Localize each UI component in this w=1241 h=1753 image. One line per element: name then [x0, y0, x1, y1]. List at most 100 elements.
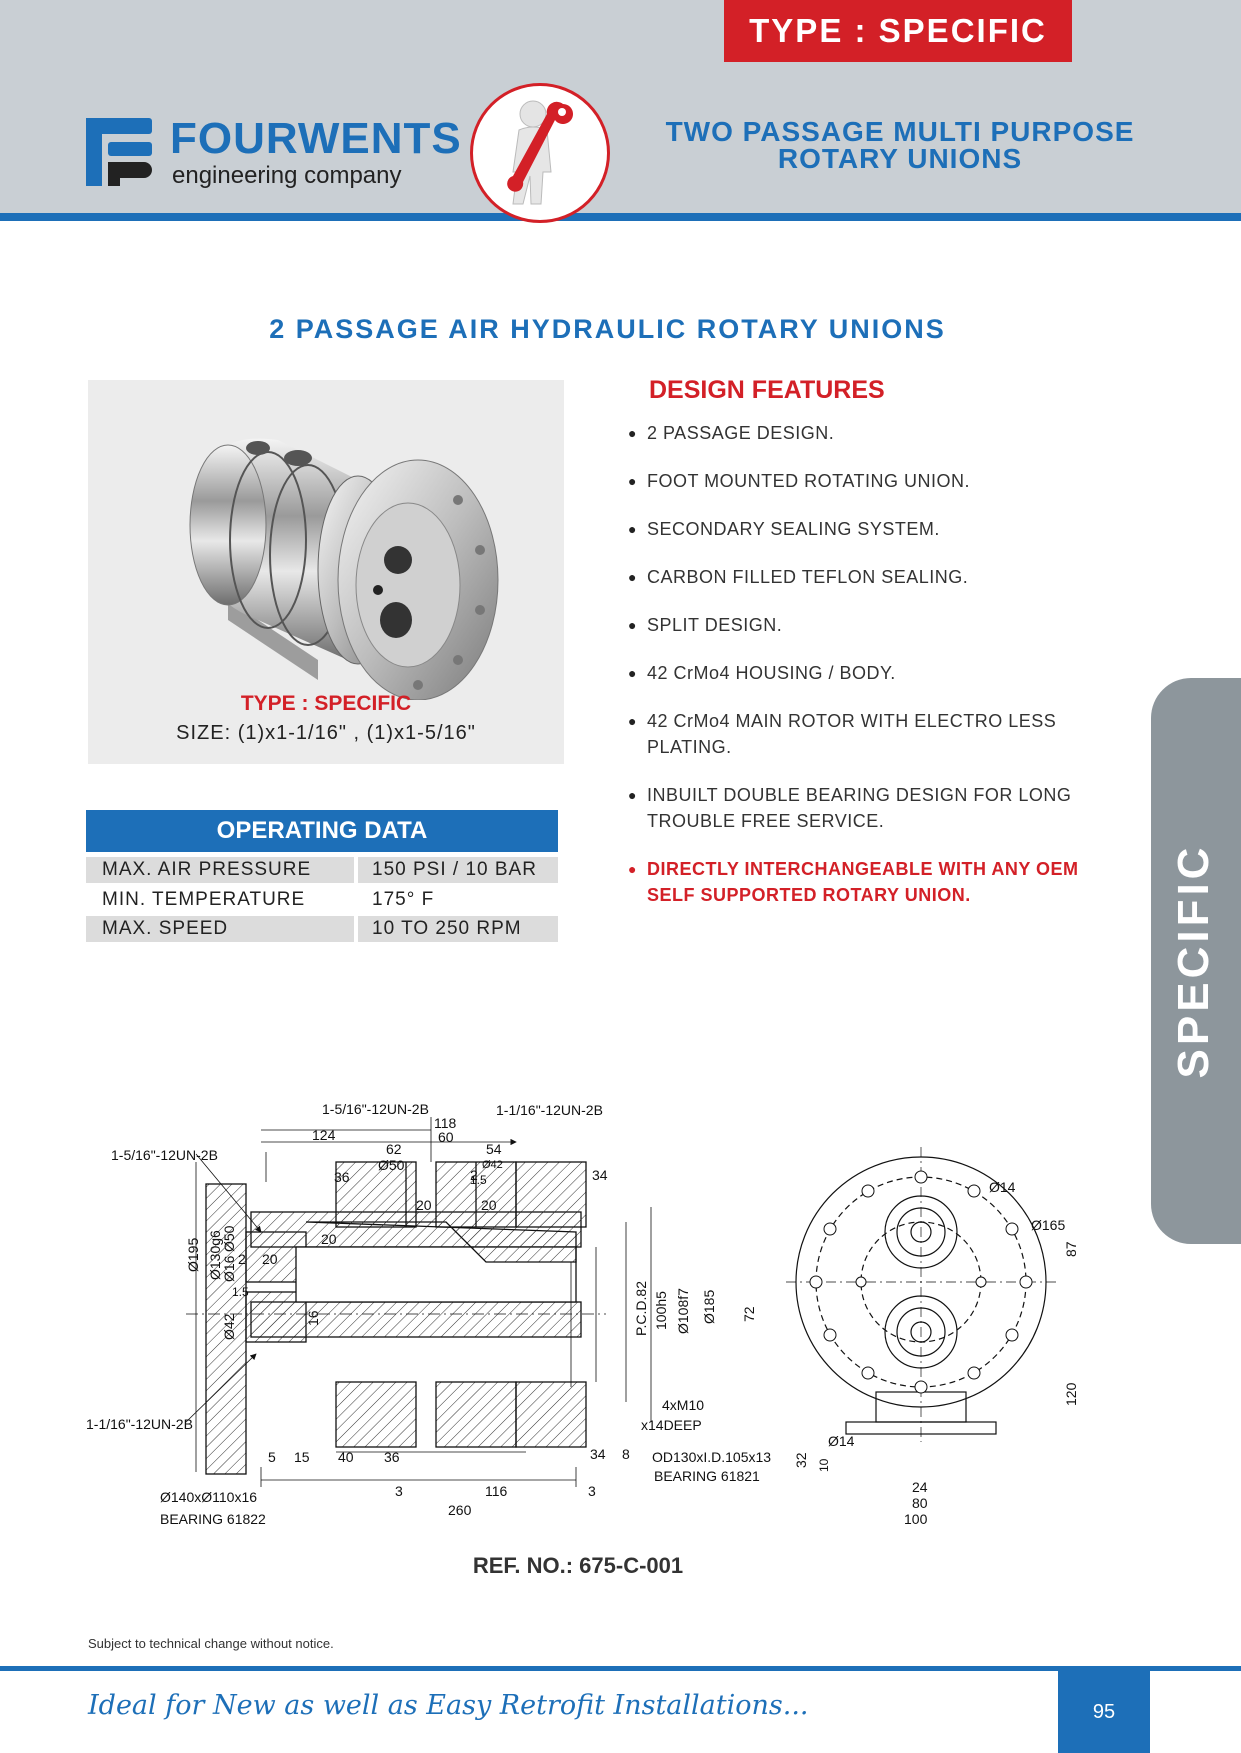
dim-20-d: 20	[321, 1231, 337, 1247]
dim-thread-left-upper: 1-5/16"-12UN-2B	[111, 1147, 218, 1163]
dim-2-v: 2	[238, 1251, 246, 1267]
header-divider	[0, 213, 1241, 221]
dim-118: 118	[434, 1115, 457, 1131]
table-cell-label: MAX. SPEED	[86, 916, 354, 942]
dim-260: 260	[448, 1502, 472, 1518]
dim-dia-50-v: Ø50	[221, 1225, 237, 1252]
list-item: CARBON FILLED TEFLON SEALING.	[628, 564, 1098, 590]
side-tab	[1151, 678, 1241, 1244]
page-title: 2 PASSAGE AIR HYDRAULIC ROTARY UNIONS	[269, 314, 946, 344]
table-cell-label: MIN. TEMPERATURE	[102, 889, 306, 910]
table-row: MAX. AIR PRESSURE 150 PSI / 10 BAR	[86, 857, 558, 883]
dim-15: 15	[294, 1449, 310, 1465]
product-size: SIZE: (1)x1-1/16" , (1)x1-5/16"	[176, 722, 476, 744]
dim-20-a: 20	[416, 1197, 432, 1213]
dim-62: 62	[386, 1141, 402, 1157]
end-view	[786, 1147, 1056, 1442]
product-box: TYPE : SPECIFIC SIZE: (1)x1-1/16" , (1)x…	[88, 380, 564, 764]
mascot-wrench-icon	[470, 83, 610, 223]
dim-dia-42: Ø42	[482, 1159, 503, 1171]
header-title-line2: ROTARY UNIONS	[777, 143, 1023, 174]
table-cell-label: MAX. AIR PRESSURE	[86, 857, 354, 883]
list-item: SECONDARY SEALING SYSTEM.	[628, 516, 1098, 542]
dim-dia-108: Ø108f7	[675, 1288, 691, 1334]
dim-40: 40	[338, 1449, 354, 1465]
page-number: 95	[1058, 1671, 1150, 1753]
dim-34-top: 34	[592, 1167, 608, 1183]
dim-36-top: 36	[334, 1169, 350, 1185]
dim-seal: OD130xI.D.105x13	[652, 1449, 771, 1465]
design-features-list: 2 PASSAGE DESIGN. FOOT MOUNTED ROTATING …	[628, 420, 1098, 908]
company-name: FOURWENTS	[170, 114, 462, 163]
dim-end-100: 100	[904, 1511, 928, 1527]
rotary-union-photo	[189, 438, 499, 700]
header-title: TWO PASSAGE MULTI PURPOSE ROTARY UNIONS	[620, 116, 1180, 174]
dim-100h5: 100h5	[653, 1291, 669, 1330]
dimension-lines	[185, 1117, 652, 1487]
table-row: MIN. TEMPERATURE 175° F	[86, 887, 558, 913]
dim-8: 8	[622, 1446, 630, 1462]
product-type: TYPE : SPECIFIC	[240, 692, 412, 715]
dim-16-v: 16	[305, 1310, 321, 1326]
company-subtitle: engineering company	[172, 162, 402, 189]
dim-14deep: x14DEEP	[641, 1417, 702, 1433]
dim-dia-50: Ø50	[378, 1157, 405, 1173]
table-cell-value: 175° F	[372, 889, 435, 910]
dim-116: 116	[485, 1483, 508, 1499]
dim-dia-130: Ø130g6	[207, 1230, 223, 1280]
dim-34-bottom: 34	[590, 1446, 606, 1462]
dim-3-left: 3	[395, 1483, 403, 1499]
dim-thread-top-right: 1-1/16"-12UN-2B	[496, 1102, 603, 1118]
dim-end-80: 80	[912, 1495, 928, 1511]
dim-20-b: 20	[481, 1197, 497, 1213]
end-view-bolt-holes	[809, 1170, 1033, 1394]
dim-5: 5	[268, 1449, 276, 1465]
dim-bearing-left: BEARING 61822	[160, 1511, 266, 1527]
logo-mark-icon	[86, 118, 152, 186]
section-view	[186, 1161, 606, 1475]
dim-end-120: 120	[1063, 1382, 1079, 1406]
list-item: 42 CrMo4 HOUSING / BODY.	[628, 660, 1098, 686]
notice-text: Subject to technical change without noti…	[88, 1636, 334, 1651]
technical-drawing: 1-5/16"-12UN-2B 1-1/16"-12UN-2B 118 124 …	[86, 1101, 1079, 1527]
dim-end-87: 87	[1063, 1241, 1079, 1257]
header-title-line1: TWO PASSAGE MULTI PURPOSE	[665, 116, 1135, 147]
operating-data-title: OPERATING DATA	[86, 810, 558, 852]
list-item: SPLIT DESIGN.	[628, 612, 1098, 638]
footer-tagline: Ideal for New as well as Easy Retrofit I…	[88, 1690, 809, 1721]
dim-20-c: 20	[262, 1251, 278, 1267]
footer-divider	[0, 1666, 1241, 1671]
dim-dia-42-v: Ø42	[221, 1313, 237, 1340]
dim-1-5: 1.5	[470, 1173, 487, 1187]
dim-36-bottom: 36	[384, 1449, 400, 1465]
dim-54: 54	[486, 1141, 502, 1157]
dim-bearing-right: BEARING 61821	[654, 1468, 760, 1484]
dim-end-72: 72	[741, 1306, 757, 1322]
dim-thread-top-left: 1-5/16"-12UN-2B	[322, 1101, 429, 1117]
dim-end-24: 24	[912, 1479, 928, 1495]
table-row: MAX. SPEED 10 TO 250 RPM	[86, 916, 558, 942]
dim-bearing-left-size: Ø140xØ110x16	[160, 1489, 257, 1505]
dim-dia-195: Ø195	[185, 1238, 201, 1272]
list-item: 2 PASSAGE DESIGN.	[628, 420, 1098, 446]
dim-4xm10: 4xM10	[662, 1397, 704, 1413]
dim-thread-left-lower: 1-1/16"-12UN-2B	[86, 1416, 193, 1432]
dim-end-dia-165: Ø165	[1031, 1217, 1065, 1233]
list-item: INBUILT DOUBLE BEARING DESIGN FOR LONG T…	[628, 782, 1098, 834]
dim-pcd: P.C.D.82	[633, 1281, 649, 1336]
reference-number: REF. NO.: 675-C-001	[472, 1553, 684, 1578]
dim-dia-16: Ø16	[221, 1255, 237, 1282]
dim-124: 124	[312, 1127, 336, 1143]
dim-end-10: 10	[817, 1458, 831, 1472]
list-item-highlight: DIRECTLY INTERCHANGEABLE WITH ANY OEM SE…	[628, 856, 1098, 908]
dim-dia-185: Ø185	[701, 1290, 717, 1324]
dim-end-dia-14: Ø14	[989, 1179, 1016, 1195]
dim-3-right: 3	[588, 1483, 596, 1499]
side-tab-label: SPECIFIC	[1169, 843, 1218, 1079]
type-badge: TYPE : SPECIFIC	[724, 0, 1072, 62]
dim-2-top: 2	[470, 1167, 478, 1183]
dim-end-dia-14-b: Ø14	[828, 1433, 855, 1449]
table-cell-value: 150 PSI / 10 BAR	[358, 857, 558, 883]
dim-1-5-v: 1.5	[232, 1285, 249, 1299]
list-item: 42 CrMo4 MAIN ROTOR WITH ELECTRO LESS PL…	[628, 708, 1098, 760]
